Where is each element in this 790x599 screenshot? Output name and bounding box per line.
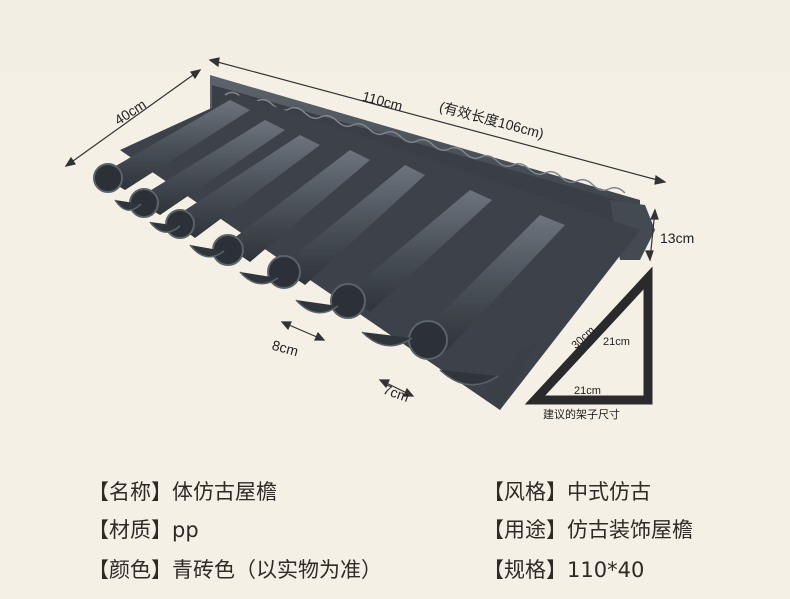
spec-color: 【颜色】青砖色（以实物为准） xyxy=(88,554,382,584)
scroll-ornament xyxy=(224,91,626,194)
dimension-lines xyxy=(64,57,667,397)
spec-color-key: 【颜色】 xyxy=(88,558,172,582)
spec-material: 【材质】pp xyxy=(88,514,199,544)
top-band xyxy=(0,0,790,72)
spec-name: 【名称】体仿古屋檐 xyxy=(88,476,277,506)
spec-usage-key: 【用途】 xyxy=(483,518,567,542)
spec-table: 【名称】体仿古屋檐 【材质】pp 【颜色】青砖色（以实物为准） 【风格】中式仿古… xyxy=(0,462,790,592)
spec-size-value: 110*40 xyxy=(567,558,645,582)
bracket-caption: 建议的架子尺寸 xyxy=(543,408,620,421)
spec-name-value: 体仿古屋檐 xyxy=(172,480,277,504)
roof-eave-illustration xyxy=(64,57,667,410)
spec-material-key: 【材质】 xyxy=(88,518,172,542)
spec-size-key: 【规格】 xyxy=(483,558,567,582)
dim-height: 13cm xyxy=(660,230,695,246)
spec-style-value: 中式仿古 xyxy=(567,480,651,504)
spec-name-key: 【名称】 xyxy=(88,480,172,504)
spec-usage-value: 仿古装饰屋檐 xyxy=(567,518,693,542)
spec-usage: 【用途】仿古装饰屋檐 xyxy=(483,514,693,544)
support-bracket xyxy=(524,266,653,405)
spec-style: 【风格】中式仿古 xyxy=(483,476,651,506)
spec-size: 【规格】110*40 xyxy=(483,554,644,584)
spec-style-key: 【风格】 xyxy=(483,480,567,504)
front-edge-curl xyxy=(480,340,540,410)
tile-ridges xyxy=(100,100,565,352)
product-figure: 40cm 110cm (有效长度106cm) 13cm 8cm 7cm 30cm… xyxy=(64,57,695,421)
dim-bracket-vertical: 21cm xyxy=(603,336,630,348)
spec-color-value: 青砖色（以实物为准） xyxy=(172,558,382,582)
spec-material-value: pp xyxy=(172,518,199,542)
drip-tiles xyxy=(114,199,499,386)
dim-bracket-horizontal: 21cm xyxy=(574,385,601,397)
